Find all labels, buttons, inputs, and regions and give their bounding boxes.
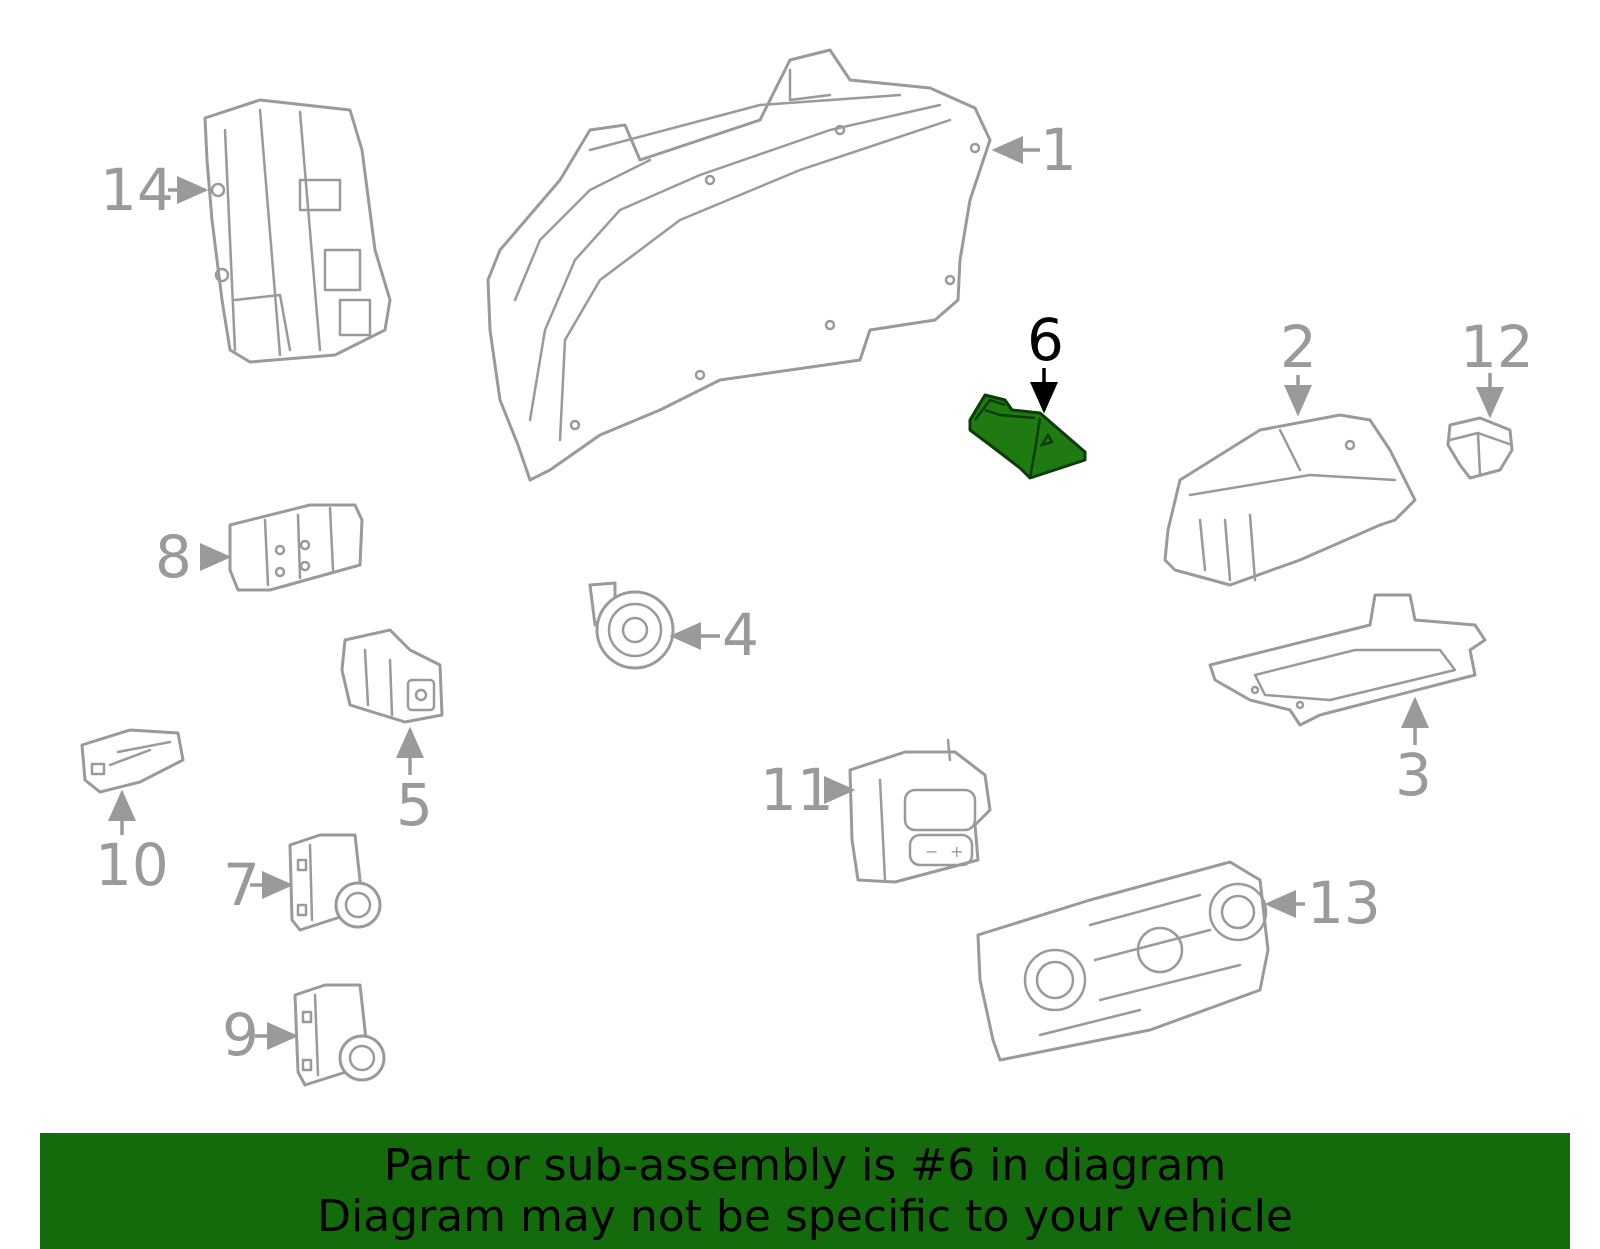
info-banner: Part or sub-assembly is #6 in diagram Di… (40, 1133, 1570, 1249)
part-8-switch-block[interactable] (228, 503, 364, 592)
part-9-rotary-switch[interactable] (293, 983, 386, 1087)
callout-14: 14 (100, 156, 174, 224)
callout-1: 1 (1040, 116, 1077, 184)
banner-line-2: Diagram may not be specific to your vehi… (317, 1191, 1293, 1242)
part-1-instrument-cluster[interactable] (486, 48, 992, 482)
svg-text:−: − (925, 842, 938, 861)
banner-line-1: Part or sub-assembly is #6 in diagram (383, 1140, 1227, 1191)
callout-4: 4 (722, 601, 759, 669)
callout-3: 3 (1395, 741, 1432, 809)
callout-13: 13 (1307, 869, 1381, 937)
part-13-climate-control-panel[interactable] (976, 860, 1270, 1062)
part-11-control-switch[interactable]: − + (848, 738, 992, 884)
callout-12: 12 (1460, 313, 1534, 381)
callout-2: 2 (1280, 313, 1317, 381)
callout-8: 8 (155, 523, 192, 591)
part-6-highlighted-switch[interactable] (968, 393, 1087, 480)
callout-6: 6 (1027, 306, 1064, 374)
part-2-control-module[interactable] (1163, 413, 1417, 587)
callout-11: 11 (760, 756, 834, 824)
part-12-clip[interactable] (1446, 416, 1514, 480)
part-4-push-button[interactable] (588, 581, 675, 670)
svg-text:+: + (950, 842, 963, 861)
part-14-body-control-module[interactable] (203, 98, 392, 364)
part-3-bracket[interactable] (1208, 593, 1487, 727)
callout-9: 9 (222, 1001, 259, 1069)
callout-5: 5 (396, 771, 433, 839)
part-5-switch[interactable] (340, 628, 444, 724)
callout-7: 7 (223, 851, 260, 919)
callout-10: 10 (95, 831, 169, 899)
part-7-rotary-switch[interactable] (288, 833, 382, 932)
part-10-small-switch[interactable] (80, 728, 185, 794)
